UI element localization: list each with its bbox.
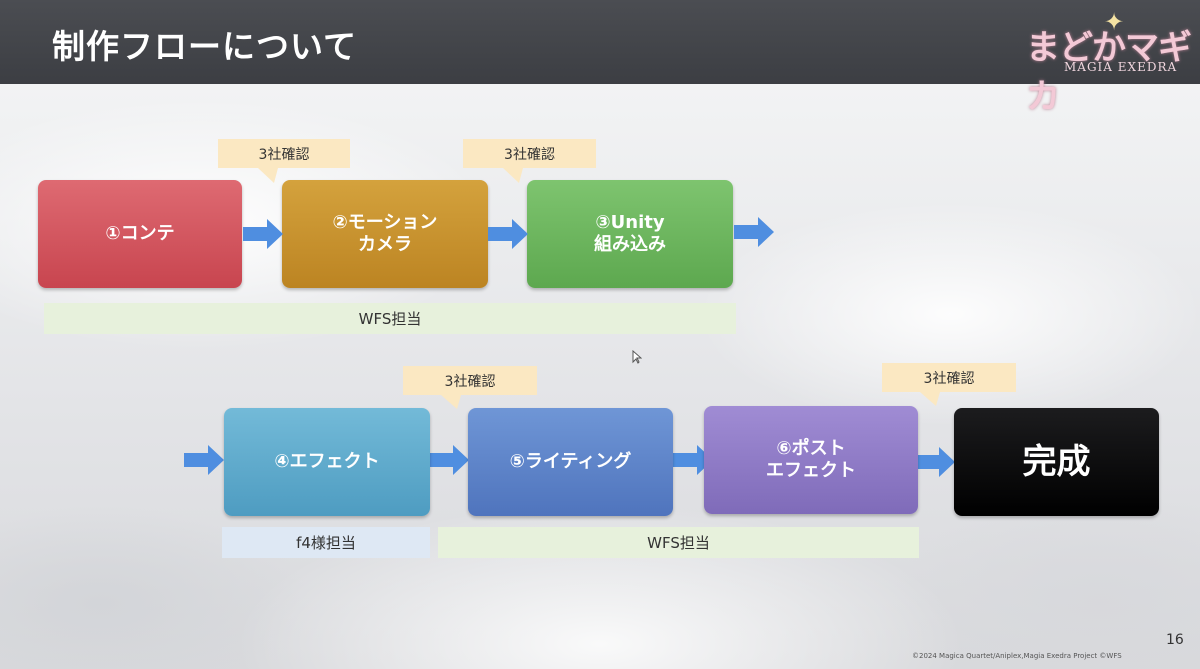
copyright-notice: ©2024 Magica Quartet/Aniplex,Magia Exedr… bbox=[912, 652, 1122, 660]
arrow-right-icon bbox=[488, 219, 528, 249]
step-label: ⑤ライティング bbox=[509, 451, 632, 472]
step-label-line2: エフェクト bbox=[766, 460, 856, 481]
step-effects: ④エフェクト bbox=[224, 408, 430, 516]
arrow-right-icon bbox=[184, 445, 224, 475]
responsibility-bar-wfs-1: WFS担当 bbox=[44, 303, 736, 334]
step-complete: 完成 bbox=[954, 408, 1159, 516]
step-storyboard: ①コンテ bbox=[38, 180, 242, 288]
callout-tail-icon bbox=[441, 395, 461, 409]
step-label-line1: ②モーション bbox=[332, 212, 438, 233]
callout-tail-icon bbox=[503, 168, 523, 183]
logo-sub-text: MAGIA EXEDRA bbox=[1064, 60, 1178, 74]
step-motion-camera: ②モーションカメラ bbox=[282, 180, 488, 288]
arrow-right-icon bbox=[673, 445, 713, 475]
responsibility-bar-wfs-2: WFS担当 bbox=[438, 527, 919, 558]
arrow-right-icon bbox=[915, 447, 955, 477]
callout-tail-icon bbox=[920, 392, 940, 406]
callout-check-4: 3社確認 bbox=[882, 363, 1016, 406]
arrow-right-icon bbox=[734, 217, 774, 247]
callout-check-3: 3社確認 bbox=[403, 366, 537, 409]
callout-text: 3社確認 bbox=[923, 370, 975, 387]
responsibility-bar-f4: f4様担当 bbox=[222, 527, 430, 558]
step-label: 完成 bbox=[1022, 442, 1091, 482]
callout-text: 3社確認 bbox=[444, 373, 496, 390]
step-label: ①コンテ bbox=[105, 223, 175, 244]
step-label-line1: ③Unity bbox=[595, 212, 665, 233]
mouse-cursor-icon bbox=[632, 350, 642, 364]
bar-label: WFS担当 bbox=[358, 310, 422, 328]
arrow-right-icon bbox=[429, 445, 469, 475]
callout-tail-icon bbox=[258, 168, 278, 183]
bar-label: WFS担当 bbox=[647, 534, 710, 552]
callout-check-1: 3社確認 bbox=[218, 139, 350, 183]
slide-header: 制作フローについて ✦ まどかマギカ MAGIA EXEDRA bbox=[0, 0, 1200, 117]
callout-text: 3社確認 bbox=[504, 146, 555, 163]
arrow-right-icon bbox=[243, 219, 283, 249]
bar-label: f4様担当 bbox=[296, 534, 356, 552]
star-icon: ✦ bbox=[1104, 8, 1125, 36]
step-label-line2: 組み込み bbox=[594, 234, 666, 255]
game-logo: ✦ まどかマギカ MAGIA EXEDRA bbox=[1020, 6, 1192, 117]
step-post-effects: ⑥ポストエフェクト bbox=[704, 406, 918, 514]
callout-check-2: 3社確認 bbox=[463, 139, 596, 183]
logo-main-text: まどかマギカ bbox=[1026, 28, 1192, 117]
callout-text: 3社確認 bbox=[258, 146, 310, 163]
slide-title: 制作フローについて bbox=[52, 27, 358, 66]
step-label-line2: カメラ bbox=[357, 234, 412, 255]
step-label: ④エフェクト bbox=[274, 451, 380, 472]
step-lighting: ⑤ライティング bbox=[468, 408, 673, 516]
step-label-line1: ⑥ポスト bbox=[776, 438, 846, 459]
cloud-background bbox=[0, 84, 1200, 669]
page-number: 16 bbox=[1166, 632, 1184, 648]
